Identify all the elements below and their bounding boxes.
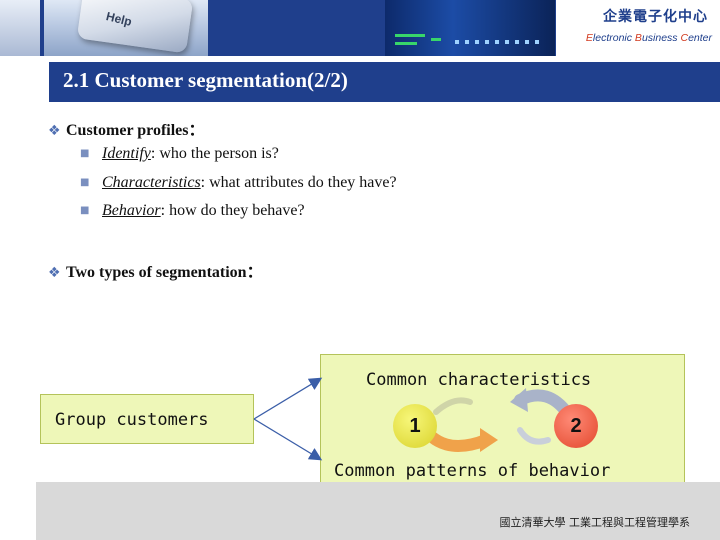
- arrow-to-behavior: [253, 418, 323, 461]
- logo-chinese: 企業電子化中心: [603, 9, 708, 25]
- common-behavior-label: Common patterns of behavior: [334, 461, 611, 481]
- keyboard-photo-left: [0, 0, 40, 56]
- cycle-arrow-orange-top: [433, 397, 473, 415]
- diamond-bullet-icon: ❖: [48, 123, 61, 139]
- sub-bullet-identify: ■Identify: who the person is?: [80, 145, 279, 162]
- cycle-arrow-gray-bottom: [517, 427, 551, 445]
- keyboard-photo: Help: [44, 0, 208, 56]
- square-bullet-icon: ■: [80, 205, 90, 216]
- common-characteristics-label: Common characteristics: [366, 370, 592, 390]
- square-bullet-icon: ■: [80, 177, 90, 188]
- square-bullet-icon: ■: [80, 148, 90, 159]
- footer-university: 國立清華大學 工業工程與工程管理學系: [499, 516, 691, 529]
- group-customers-label: Group customers: [55, 410, 209, 430]
- logo-english: Electronic Business Center: [585, 32, 712, 44]
- segmentation-box: [320, 354, 685, 496]
- cycle-arrow-gray-head: [510, 388, 528, 412]
- diamond-bullet-icon: ❖: [48, 265, 61, 281]
- title-bar: 2.1 Customer segmentation(2/2): [45, 62, 720, 102]
- step-2-circle: 2: [554, 404, 598, 448]
- circuit-board-photo: [385, 0, 555, 56]
- bullet-customer-profiles: ❖Customer profiles：: [48, 122, 205, 139]
- cycle-arrow-orange-head: [480, 428, 498, 452]
- group-customers-box: [40, 394, 254, 444]
- step-1-circle: 1: [393, 404, 437, 448]
- bullet-two-types: ❖Two types of segmentation：: [48, 264, 263, 281]
- footer-bar: 國立清華大學 工業工程與工程管理學系: [36, 482, 720, 540]
- logo: 企業電子化中心 Electronic Business Center: [556, 0, 720, 56]
- slide-title: 2.1 Customer segmentation(2/2): [63, 68, 348, 92]
- arrow-to-characteristics: [253, 377, 323, 420]
- sub-bullet-characteristics: ■Characteristics: what attributes do the…: [80, 174, 397, 191]
- sub-bullet-behavior: ■Behavior: how do they behave?: [80, 202, 305, 219]
- header-banner: Help 企業電子化中心 Electronic Business Center: [0, 0, 720, 56]
